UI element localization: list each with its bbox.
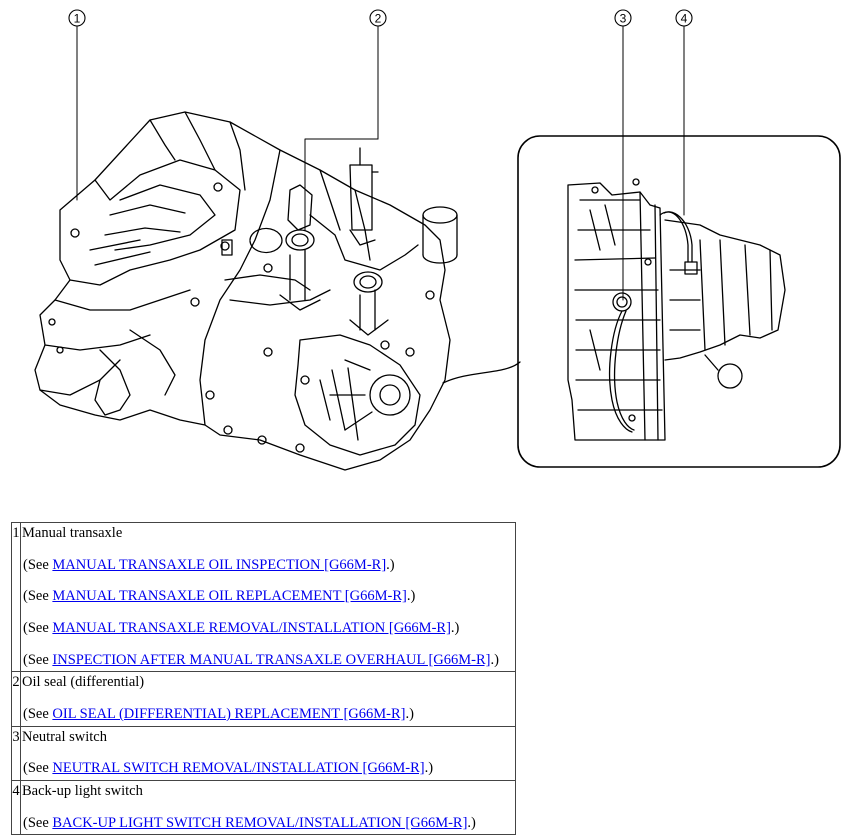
reference-line: (See MANUAL TRANSAXLE OIL INSPECTION [G6… xyxy=(22,557,515,574)
reference-suffix: .) xyxy=(406,588,416,605)
reference-link[interactable]: MANUAL TRANSAXLE OIL INSPECTION [G66M-R] xyxy=(52,556,387,573)
reference-line: (See MANUAL TRANSAXLE OIL REPLACEMENT [G… xyxy=(22,588,515,605)
component-name: Oil seal (differential) xyxy=(22,674,145,691)
callout-1-label: 1 xyxy=(74,12,81,26)
reference-suffix: .) xyxy=(490,651,499,668)
component-number: 1 xyxy=(11,521,21,673)
table-row: 2 Oil seal (differential) (See OIL SEAL … xyxy=(11,671,516,727)
detail-transaxle-drawing xyxy=(567,178,786,441)
main-transaxle-drawing xyxy=(34,111,458,471)
reference-line: (See BACK-UP LIGHT SWITCH REMOVAL/INSTAL… xyxy=(22,815,515,832)
component-number: 2 xyxy=(11,671,21,727)
callout-4-label: 4 xyxy=(681,12,688,26)
table-row: 4 Back-up light switch (See BACK-UP LIGH… xyxy=(11,780,516,835)
component-name: Neutral switch xyxy=(22,728,107,745)
table-row: 3 Neutral switch (See NEUTRAL SWITCH REM… xyxy=(11,725,516,782)
reference-prefix: (See xyxy=(23,651,53,668)
component-cell: Back-up light switch (See BACK-UP LIGHT … xyxy=(20,780,516,835)
reference-line: (See MANUAL TRANSAXLE REMOVAL/INSTALLATI… xyxy=(22,620,515,637)
reference-suffix: .) xyxy=(467,814,476,831)
component-number: 4 xyxy=(11,780,21,835)
component-cell: Oil seal (differential) (See OIL SEAL (D… xyxy=(20,671,516,727)
reference-suffix: .) xyxy=(450,620,460,637)
callout-4: 4 xyxy=(675,9,693,27)
reference-line: (See NEUTRAL SWITCH REMOVAL/INSTALLATION… xyxy=(22,760,515,777)
reference-link[interactable]: MANUAL TRANSAXLE OIL REPLACEMENT [G66M-R… xyxy=(52,588,407,605)
reference-link[interactable]: BACK-UP LIGHT SWITCH REMOVAL/INSTALLATIO… xyxy=(52,814,468,831)
component-number: 3 xyxy=(11,725,21,782)
component-name: Manual transaxle xyxy=(22,525,123,541)
reference-link[interactable]: INSPECTION AFTER MANUAL TRANSAXLE OVERHA… xyxy=(52,651,491,668)
reference-prefix: (See xyxy=(23,706,53,723)
reference-suffix: .) xyxy=(386,556,395,573)
callout-3-label: 3 xyxy=(620,12,627,26)
reference-line: (See INSPECTION AFTER MANUAL TRANSAXLE O… xyxy=(22,652,515,669)
reference-prefix: (See xyxy=(23,588,53,605)
component-legend-table: 1 Manual transaxle (See MANUAL TRANSAXLE… xyxy=(11,521,516,835)
component-cell: Neutral switch (See NEUTRAL SWITCH REMOV… xyxy=(20,725,516,782)
reference-link[interactable]: OIL SEAL (DIFFERENTIAL) REPLACEMENT [G66… xyxy=(52,706,406,723)
reference-prefix: (See xyxy=(23,760,53,777)
reference-prefix: (See xyxy=(23,814,53,831)
callout-2: 2 xyxy=(369,9,387,27)
detail-inset-frame xyxy=(517,135,841,468)
callout-1: 1 xyxy=(68,9,86,27)
reference-suffix: .) xyxy=(424,760,434,777)
table-row: 1 Manual transaxle (See MANUAL TRANSAXLE… xyxy=(11,521,516,673)
component-name: Back-up light switch xyxy=(22,783,143,800)
reference-prefix: (See xyxy=(23,556,53,573)
reference-suffix: .) xyxy=(405,706,414,723)
callout-3: 3 xyxy=(614,9,632,27)
callout-2-label: 2 xyxy=(375,12,382,26)
reference-link[interactable]: NEUTRAL SWITCH REMOVAL/INSTALLATION [G66… xyxy=(52,760,425,777)
transaxle-diagram: 1 2 3 4 xyxy=(34,9,841,471)
reference-line: (See OIL SEAL (DIFFERENTIAL) REPLACEMENT… xyxy=(22,706,515,723)
reference-link[interactable]: MANUAL TRANSAXLE REMOVAL/INSTALLATION [G… xyxy=(52,620,451,637)
component-cell: Manual transaxle (See MANUAL TRANSAXLE O… xyxy=(20,521,516,673)
reference-prefix: (See xyxy=(23,620,53,637)
